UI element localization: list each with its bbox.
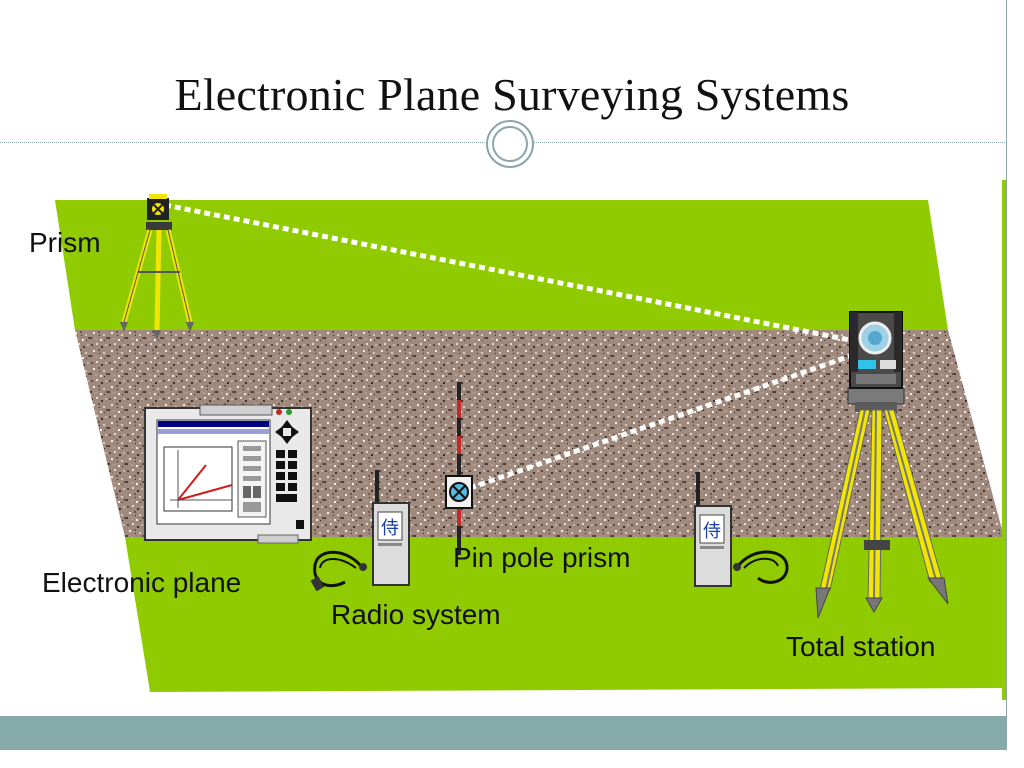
radio-icon: 侍 <box>694 472 732 587</box>
title-ornament-icon <box>486 120 534 168</box>
cable-icon <box>733 550 789 584</box>
cable-icon <box>310 550 367 592</box>
sight-line-prism <box>164 202 861 345</box>
prism-icon <box>147 194 169 220</box>
label-electronic-plane: Electronic plane <box>42 567 242 598</box>
arrow-keypad-icon <box>275 420 299 444</box>
radio-logo-glyph: 侍 <box>381 518 399 539</box>
sight-line-pin-pole <box>469 349 863 491</box>
total-station-icon <box>849 311 903 389</box>
radio-logo-glyph: 侍 <box>703 521 721 542</box>
footer-band <box>0 717 1007 750</box>
electronic-plane-icon <box>144 404 312 544</box>
total-station <box>815 311 949 619</box>
tripod-icon <box>120 222 194 340</box>
label-pin-pole-prism: Pin pole prism <box>453 542 631 573</box>
slide-title: Electronic Plane Surveying Systems <box>174 69 850 120</box>
label-prism: Prism <box>29 227 101 258</box>
pin-pole-prism-icon <box>445 382 473 555</box>
grass-band-top <box>55 200 948 330</box>
keypad-icon <box>276 450 304 529</box>
label-radio-system: Radio system <box>331 599 501 630</box>
slide-frame <box>0 0 1007 717</box>
label-total-station: Total station <box>786 631 936 662</box>
prism-tripod <box>120 194 194 340</box>
tripod-icon <box>815 387 949 619</box>
radio-icon: 侍 <box>372 470 410 586</box>
